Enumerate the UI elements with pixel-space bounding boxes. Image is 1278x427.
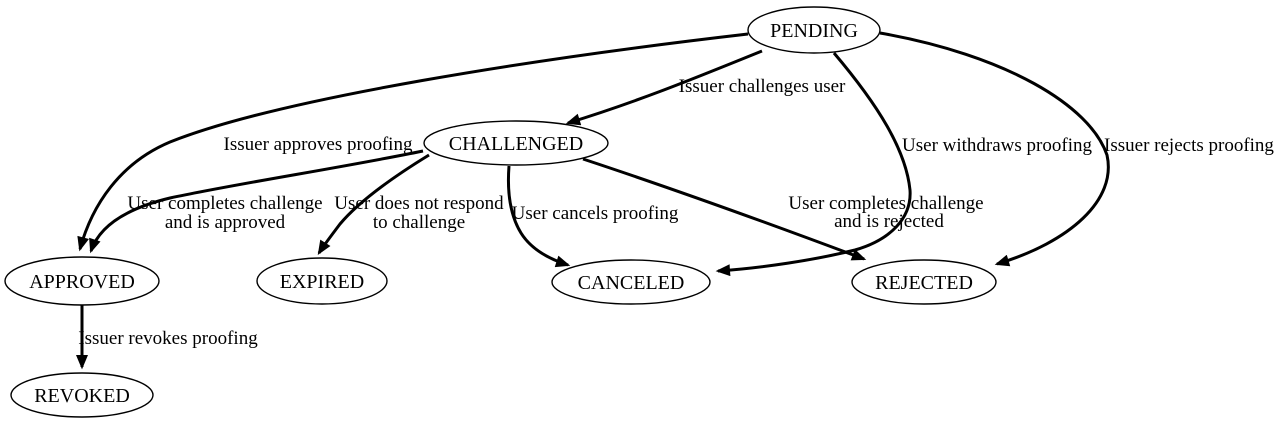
node-expired: EXPIRED xyxy=(256,257,388,305)
edge-path-challenged-approved xyxy=(89,149,424,254)
edge-pending-canceled: User withdraws proofing xyxy=(715,52,1092,277)
node-expired-ellipse xyxy=(256,257,388,305)
edge-path-challenged-expired xyxy=(317,153,430,256)
edge-label-approved-revoked: Issuer revokes proofing xyxy=(78,328,258,349)
edge-label-challenged-expired-line1: User does not respond xyxy=(334,193,504,214)
edge-pending-rejected: Issuer rejects proofing xyxy=(879,31,1274,267)
edge-path-pending-rejected xyxy=(879,31,1110,267)
edge-label-challenged-rejected-line2: and is rejected xyxy=(834,211,944,232)
edge-pending-approved: Issuer approves proofing xyxy=(77,32,749,252)
node-challenged-label: CHALLENGED xyxy=(449,133,583,155)
edge-label-pending-challenged: Issuer challenges user xyxy=(679,76,846,97)
edge-label-challenged-expired-line2: to challenge xyxy=(373,212,465,233)
edge-label-challenged-rejected-line1: User completes challenge xyxy=(788,193,983,214)
node-approved-label: APPROVED xyxy=(29,271,135,293)
node-rejected: REJECTED xyxy=(851,259,997,305)
edge-label-pending-rejected: Issuer rejects proofing xyxy=(1104,135,1274,156)
edge-path-pending-challenged xyxy=(565,49,763,126)
node-pending-ellipse xyxy=(747,6,881,54)
edge-path-challenged-rejected xyxy=(582,157,867,261)
node-approved-ellipse xyxy=(4,256,160,306)
edge-label-challenged-approved-line1: User completes challenge xyxy=(127,193,322,214)
node-canceled-label: CANCELED xyxy=(578,272,685,294)
node-pending-label: PENDING xyxy=(770,20,858,42)
node-pending: PENDING xyxy=(747,6,881,54)
node-approved: APPROVED xyxy=(4,256,160,306)
node-expired-label: EXPIRED xyxy=(280,271,364,293)
edge-label-pending-canceled: User withdraws proofing xyxy=(902,135,1092,156)
edge-label-challenged-approved-line2: and is approved xyxy=(165,212,286,233)
edge-challenged-rejected: User completes challenge and is rejected xyxy=(582,157,984,261)
edge-pending-challenged: Issuer challenges user xyxy=(565,49,846,126)
node-challenged: CHALLENGED xyxy=(423,120,609,166)
edge-challenged-canceled: User cancels proofing xyxy=(506,165,679,268)
node-canceled-ellipse xyxy=(551,259,711,305)
edge-approved-revoked: Issuer revokes proofing xyxy=(76,305,258,370)
edge-label-pending-approved: Issuer approves proofing xyxy=(224,134,413,155)
node-revoked: REVOKED xyxy=(10,372,154,418)
edge-challenged-approved: User completes challenge and is approved xyxy=(89,149,424,254)
node-rejected-label: REJECTED xyxy=(875,272,973,294)
edge-challenged-expired: User does not respond to challenge xyxy=(317,153,504,256)
node-canceled: CANCELED xyxy=(551,259,711,305)
nodes-layer: PENDING CHALLENGED APPROVED EXPIRED CANC… xyxy=(4,6,997,418)
edge-path-pending-approved xyxy=(77,32,749,252)
edge-label-challenged-canceled: User cancels proofing xyxy=(512,203,679,224)
edge-path-challenged-canceled xyxy=(506,165,571,268)
edge-path-pending-canceled xyxy=(715,52,912,277)
edges-layer: Issuer challenges user Issuer approves p… xyxy=(76,31,1274,370)
node-revoked-ellipse xyxy=(10,372,154,418)
node-rejected-ellipse xyxy=(851,259,997,305)
node-revoked-label: REVOKED xyxy=(34,385,130,407)
node-challenged-ellipse xyxy=(423,120,609,166)
